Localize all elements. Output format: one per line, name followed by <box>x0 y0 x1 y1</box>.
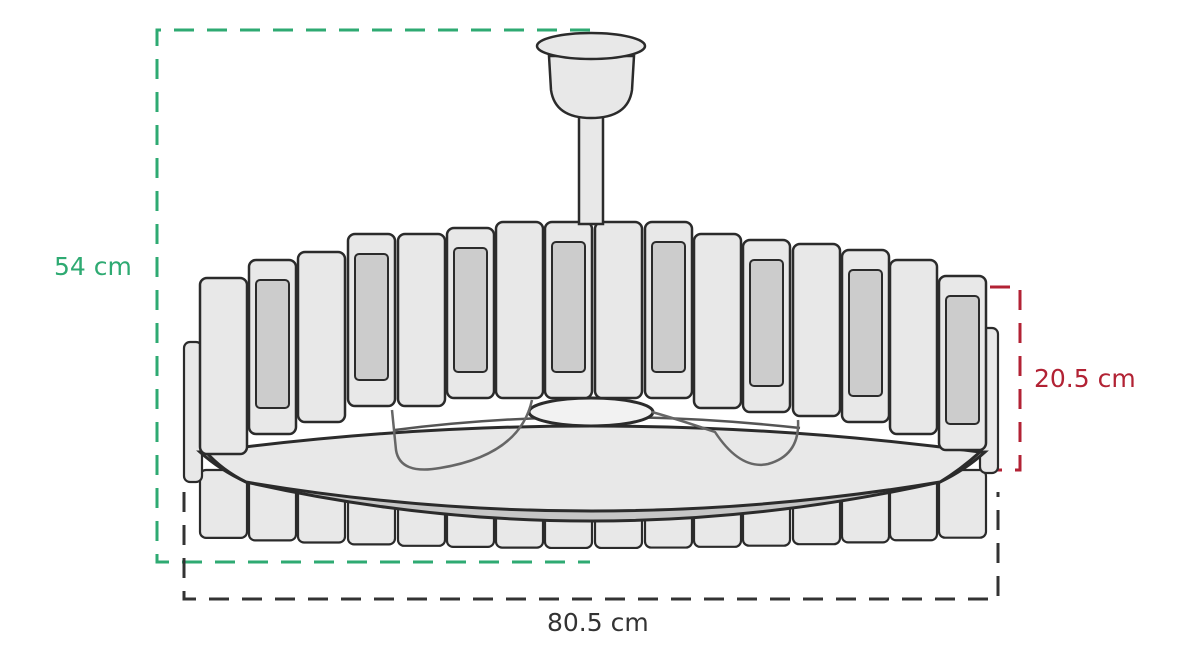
front-ring-panels <box>198 220 988 456</box>
front-panel-inset <box>651 241 686 373</box>
width-dimension-bracket <box>182 492 1000 601</box>
front-panel-inset <box>848 269 883 397</box>
interior-loop-left <box>390 399 534 471</box>
front-panel <box>791 242 842 418</box>
front-panel-inset <box>551 241 586 373</box>
front-panel <box>494 220 545 400</box>
height-dimension-bracket <box>155 28 590 564</box>
front-panel-inset <box>945 295 980 425</box>
front-panel <box>888 258 939 436</box>
front-panel <box>593 220 644 400</box>
front-panel <box>692 232 743 410</box>
drum-height-dimension-label: 20.5 cm <box>1034 364 1136 393</box>
front-panel-inset <box>255 279 290 409</box>
center-disc <box>527 396 655 428</box>
height-dimension-label: 54 cm <box>54 252 132 281</box>
canopy-body <box>547 54 636 120</box>
front-panel-inset <box>749 259 784 387</box>
ceiling-canopy-and-rod <box>535 31 647 226</box>
front-panel <box>396 232 447 408</box>
bottom-dish <box>196 396 989 523</box>
width-dimension-label: 80.5 cm <box>547 608 649 637</box>
front-panel <box>198 276 249 456</box>
dish-surface <box>203 424 984 513</box>
suspension-rod <box>577 112 605 226</box>
front-panel-inset <box>453 247 488 373</box>
front-panel-inset <box>354 253 389 381</box>
dimension-lines <box>155 28 1022 601</box>
interior-loop-right <box>651 410 800 467</box>
canopy-top <box>535 31 647 61</box>
front-panel <box>296 250 347 424</box>
drum-height-dimension-bracket <box>990 285 1022 472</box>
